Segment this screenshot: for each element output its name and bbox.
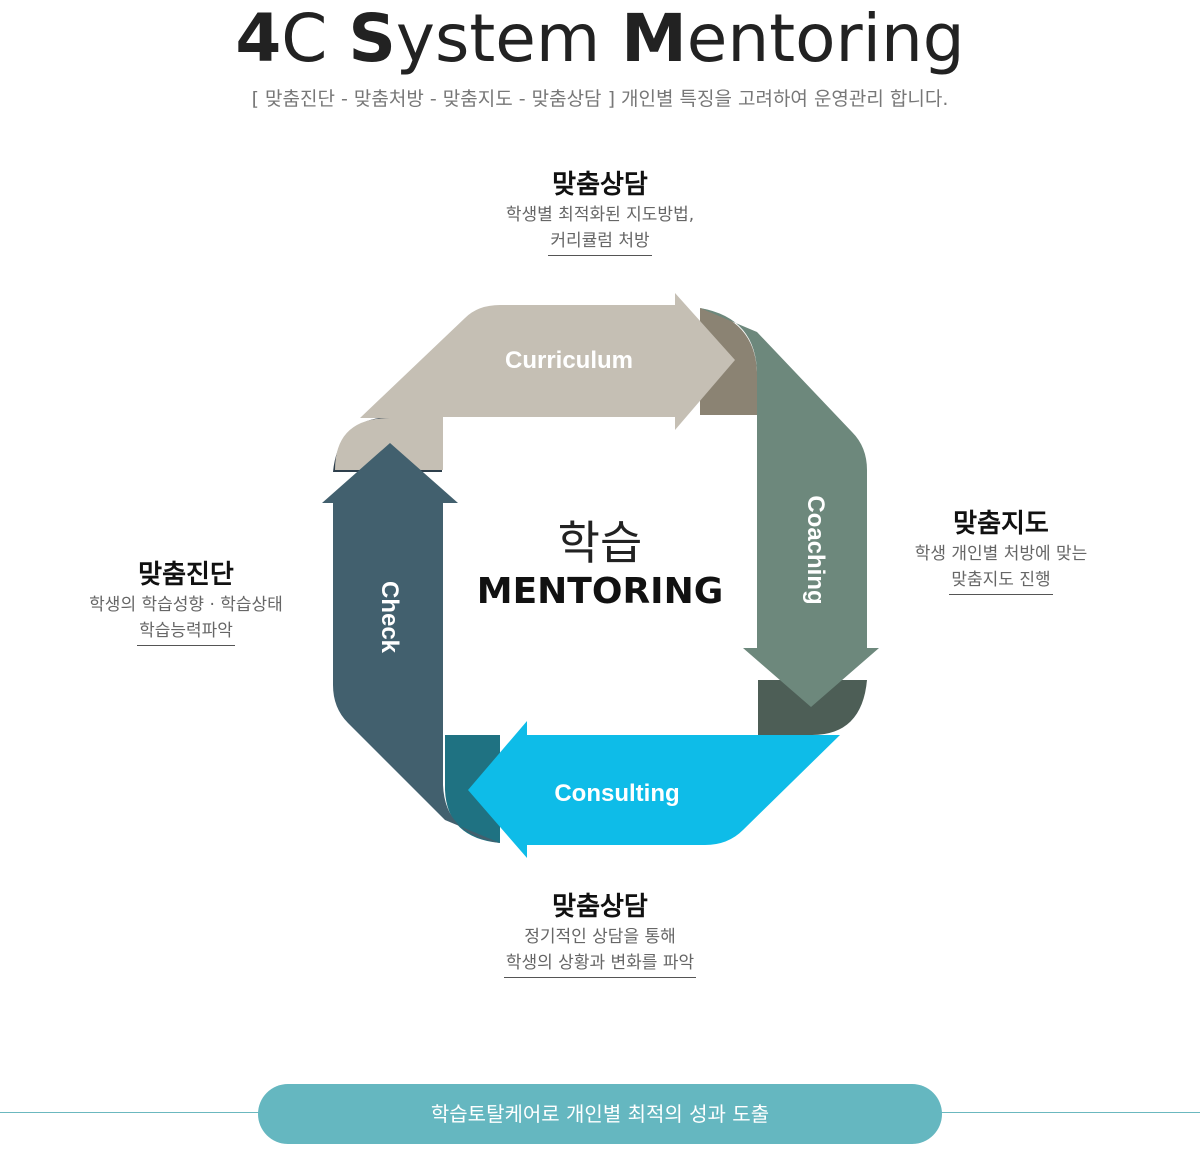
block-desc-underlined: 맞춤지도 진행 (949, 567, 1053, 595)
block-top: 맞춤상담 학생별 최적화된 지도방법, 커리큘럼 처방 (450, 168, 750, 256)
title-part: S (348, 0, 396, 77)
page-title: 4C System Mentoring (0, 0, 1200, 78)
block-desc: 학생별 최적화된 지도방법, (505, 205, 695, 225)
block-desc-underlined: 학생의 상황과 변화를 파악 (503, 950, 697, 978)
coaching-label: Coaching (802, 495, 829, 604)
title-part: entoring (686, 0, 965, 77)
block-title: 맞춤상담 (552, 170, 648, 200)
title-part: M (621, 0, 687, 77)
block-left: 맞춤진단 학생의 학습성향 · 학습상태 학습능력파악 (60, 558, 312, 646)
title-part: 4 (235, 0, 282, 77)
page-subtitle: [ 맞춤진단 - 맞춤처방 - 맞춤지도 - 맞춤상담 ] 개인별 특징을 고려… (251, 88, 949, 110)
title-part: C (281, 0, 349, 77)
block-title: 맞춤진단 (138, 560, 234, 590)
block-right: 맞춤지도 학생 개인별 처방에 맞는 맞춤지도 진행 (875, 507, 1127, 595)
curriculum-label: Curriculum (505, 347, 633, 374)
center-korean-text: 학습 (557, 516, 643, 570)
title-part: ystem (395, 0, 622, 77)
center-english-text: MENTORING (476, 571, 724, 612)
curriculum-arrow (335, 293, 735, 470)
consulting-label: Consulting (554, 780, 679, 807)
coaching-fold (758, 680, 867, 735)
block-desc-underlined: 학습능력파악 (137, 618, 235, 646)
check-arrow (322, 443, 500, 843)
consulting-arrow (468, 721, 840, 858)
block-desc-underlined: 커리큘럼 처방 (548, 228, 652, 256)
block-title: 맞춤상담 (552, 892, 648, 922)
block-bottom: 맞춤상담 정기적인 상담을 통해 학생의 상황과 변화를 파악 (450, 890, 750, 978)
block-desc: 학생 개인별 처방에 맞는 (914, 544, 1088, 564)
block-desc: 학생의 학습성향 · 학습상태 (89, 595, 283, 615)
coaching-arrow (700, 308, 879, 707)
block-desc: 정기적인 상담을 통해 (524, 927, 676, 947)
block-title: 맞춤지도 (953, 509, 1049, 539)
footer-summary-pill: 학습토탈케어로 개인별 최적의 성과 도출 (258, 1084, 942, 1144)
check-label: Check (376, 581, 403, 654)
